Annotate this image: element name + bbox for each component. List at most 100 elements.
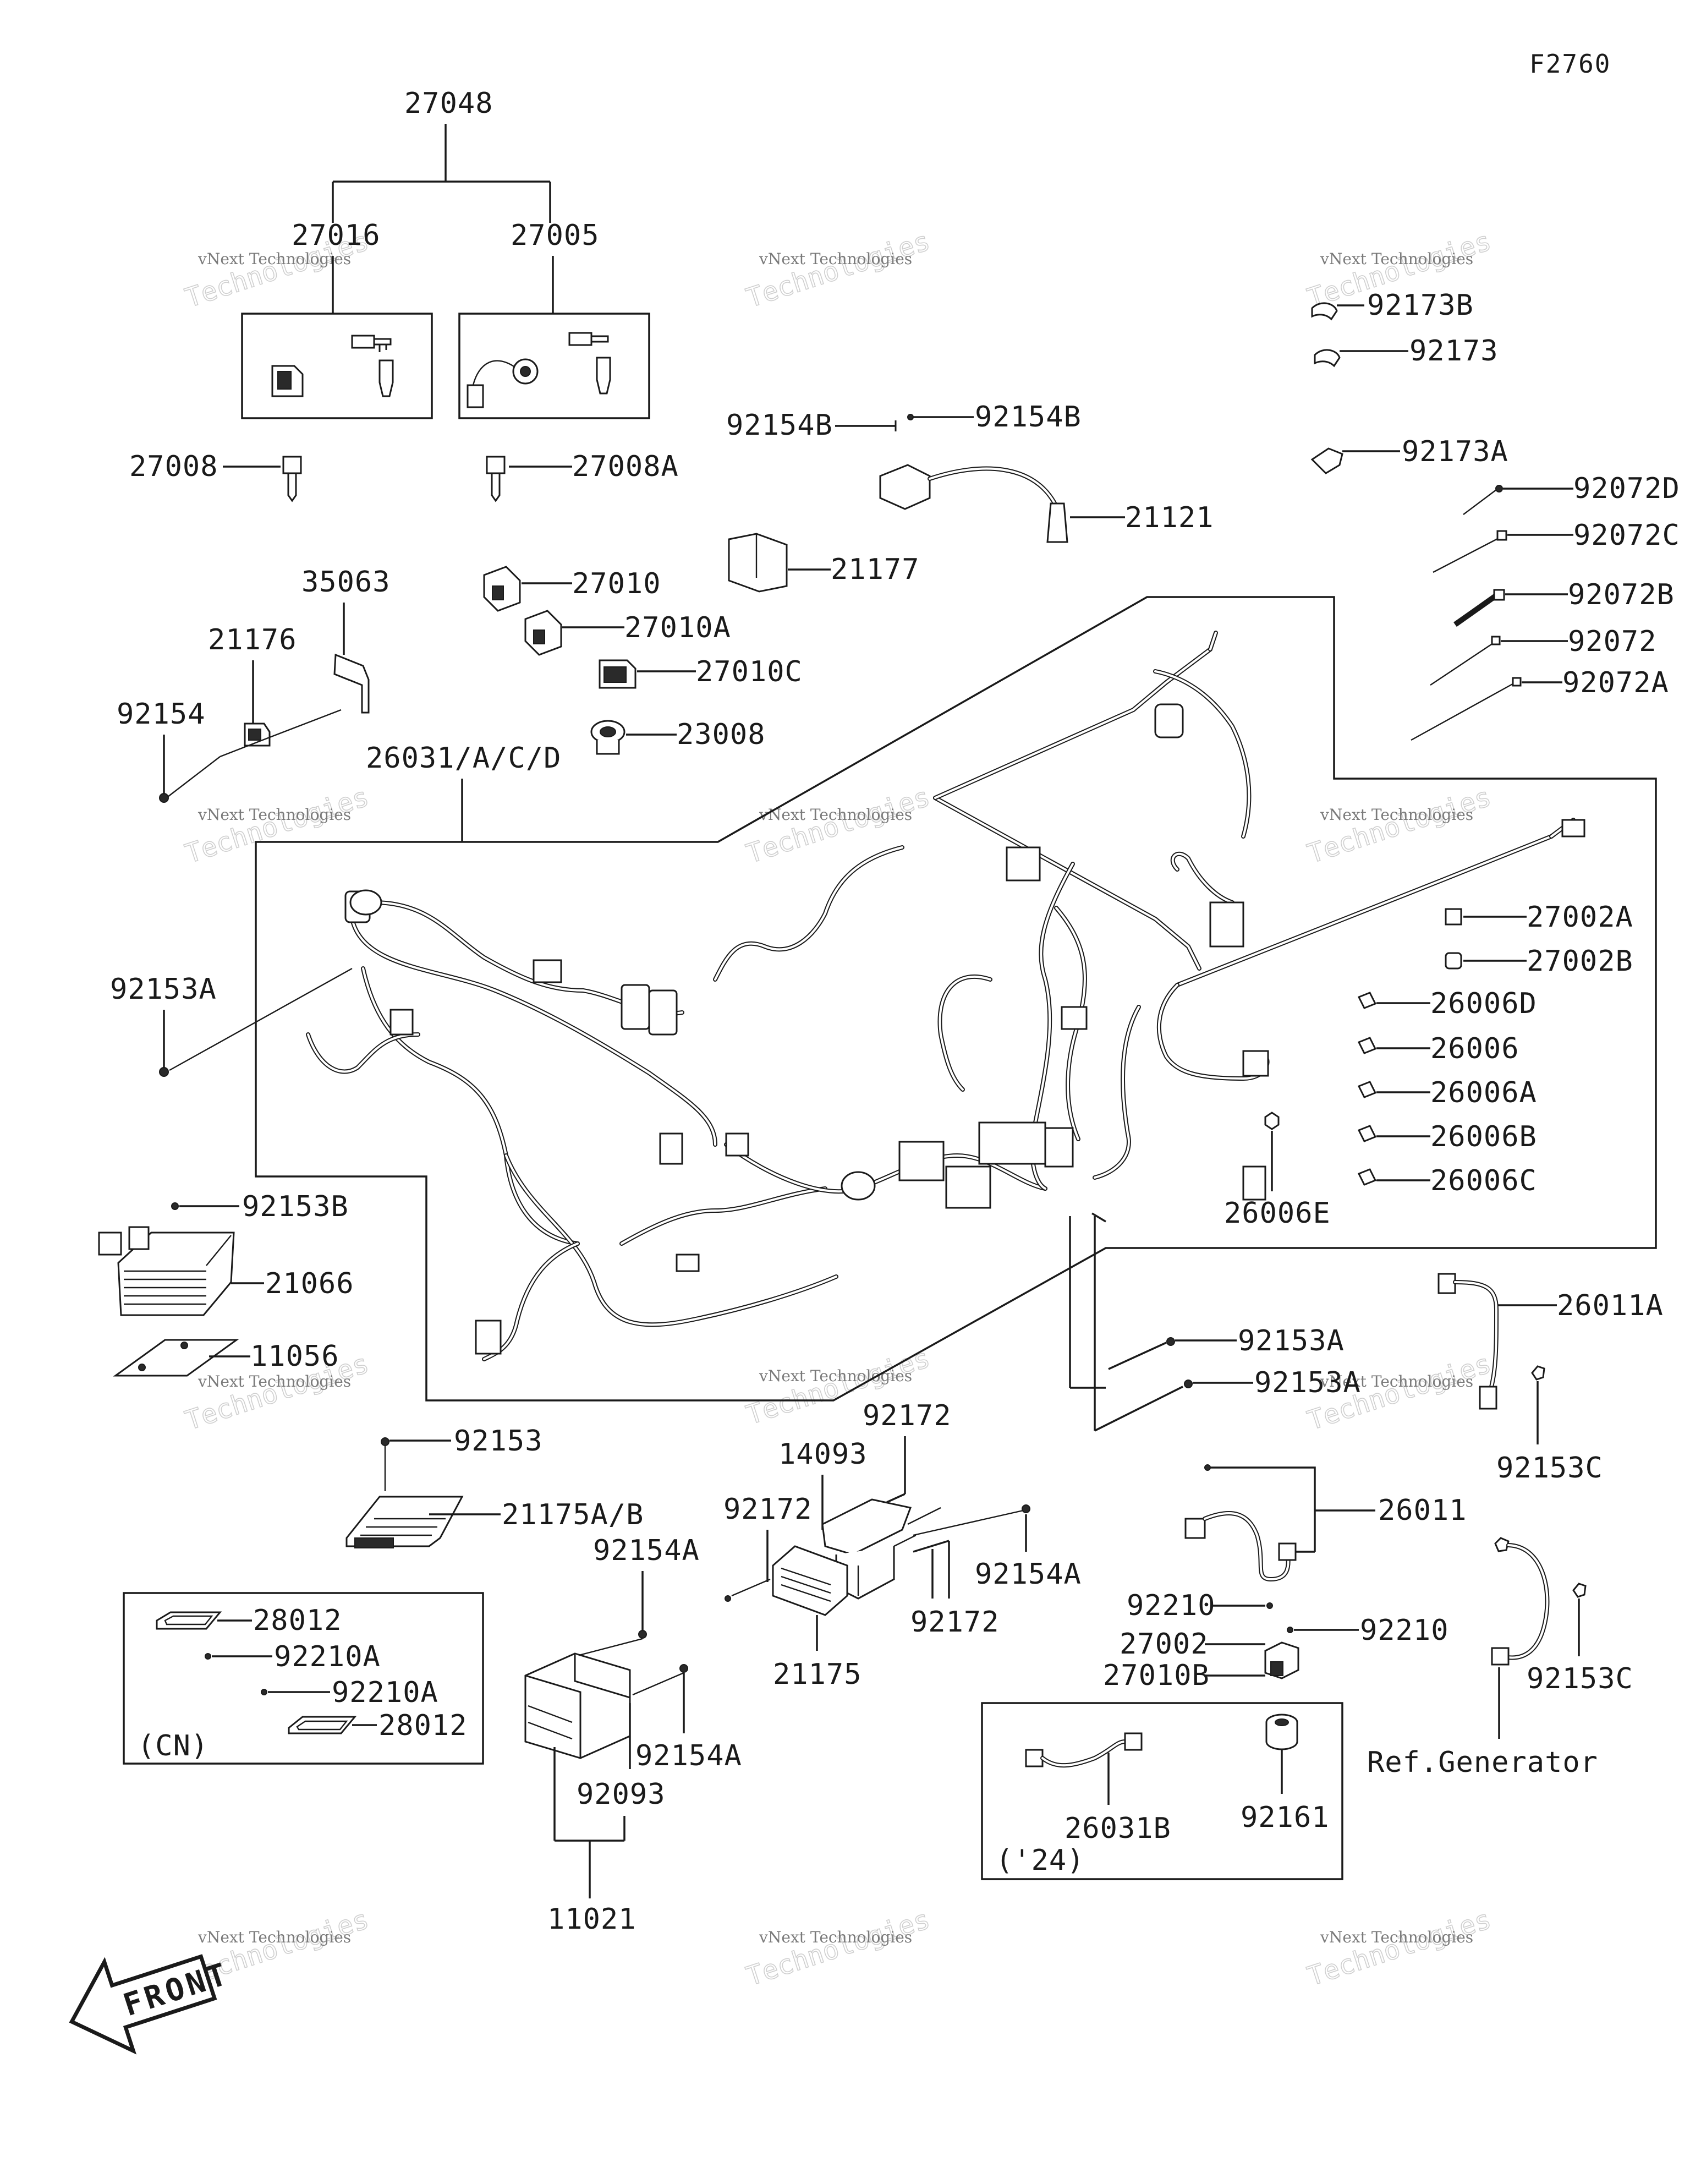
cable-tie-icon[interactable] [1463,489,1497,515]
part-label-92154B-left[interactable]: 92154B [726,409,833,442]
terminal-icon[interactable] [1357,1081,1377,1098]
part-label-92072[interactable]: 92072 [1568,625,1657,658]
relay-box-icon[interactable] [728,533,788,593]
switch-icon[interactable] [483,566,521,612]
switch-icon[interactable] [599,659,637,689]
washer-icon[interactable] [1266,1602,1273,1609]
reflector-icon[interactable] [156,1611,222,1630]
part-label-27008[interactable]: 27008 [129,450,218,483]
heat-sink-plate-icon[interactable] [113,1339,239,1377]
bolt-icon[interactable] [159,793,169,803]
part-label-92093[interactable]: 92093 [577,1778,666,1811]
bracket-icon[interactable] [333,653,370,714]
part-label-92153A-left[interactable]: 92153A [110,973,217,1006]
bolt-icon[interactable] [1166,1337,1175,1346]
part-label-92154A-bottom[interactable]: 92154A [635,1739,742,1772]
part-label-92172-left[interactable]: 92172 [723,1493,813,1526]
part-label-92173B[interactable]: 92173B [1367,289,1474,322]
part-label-26031ACD[interactable]: 26031/A/C/D [366,742,561,775]
part-label-21175[interactable]: 21175 [773,1658,862,1691]
part-label-21066[interactable]: 21066 [265,1267,354,1300]
bolt-icon[interactable] [907,414,914,420]
socket-icon[interactable] [590,720,625,755]
part-label-35063[interactable]: 35063 [301,566,391,599]
ecu-icon[interactable] [772,1545,848,1616]
part-label-26006C[interactable]: 26006C [1430,1164,1537,1197]
part-label-92154A-right[interactable]: 92154A [975,1558,1082,1591]
part-label-27010C[interactable]: 27010C [696,655,803,688]
part-label-26006E[interactable]: 26006E [1224,1197,1331,1230]
rubber-cap-icon[interactable] [1265,1714,1298,1750]
switch-icon[interactable] [524,610,562,656]
bolt-icon[interactable] [638,1630,647,1639]
part-label-92210A-a[interactable]: 92210A [274,1640,381,1673]
part-label-26011[interactable]: 26011 [1378,1494,1467,1527]
ground-lead-icon[interactable] [1184,1511,1297,1581]
bolt-icon[interactable] [1204,1464,1211,1471]
bolt-icon[interactable] [679,1664,688,1673]
part-label-92154A-top[interactable]: 92154A [593,1534,700,1567]
part-label-27048[interactable]: 27048 [404,87,493,120]
part-label-21176[interactable]: 21176 [208,623,297,656]
key-icon[interactable] [351,335,394,397]
part-label-92153A-mid2[interactable]: 92153A [1254,1366,1361,1399]
regulator-rectifier-icon[interactable] [98,1226,235,1316]
part-label-23008[interactable]: 23008 [677,718,766,751]
part-label-26006D[interactable]: 26006D [1430,987,1537,1020]
clip-icon[interactable] [1314,349,1341,368]
bolt-icon[interactable] [205,1653,211,1660]
terminal-icon[interactable] [1357,992,1377,1009]
part-label-92153C-top[interactable]: 92153C [1496,1452,1603,1485]
reflector-icon[interactable] [288,1716,357,1734]
part-label-92210A-b[interactable]: 92210A [332,1676,438,1709]
ecu-bracket-icon[interactable] [821,1498,941,1600]
connector-cap-icon[interactable] [1445,952,1462,970]
part-label-27002B[interactable]: 27002B [1527,945,1633,978]
relay-icon[interactable] [1264,1641,1299,1679]
terminal-icon[interactable] [1357,1168,1377,1186]
part-label-27005[interactable]: 27005 [511,219,600,252]
part-label-27010A[interactable]: 27010A [624,611,731,644]
part-label-92210-a[interactable]: 92210 [1127,1589,1216,1622]
terminal-icon[interactable] [1357,1037,1377,1054]
bolt-icon[interactable] [171,1202,179,1210]
sub-harness-icon[interactable] [1025,1732,1143,1768]
cable-tie-icon[interactable] [1453,593,1498,627]
part-label-92072A[interactable]: 92072A [1562,666,1669,699]
part-label-92210-b[interactable]: 92210 [1360,1614,1449,1647]
part-label-21177[interactable]: 21177 [831,553,920,586]
bolt-icon[interactable] [725,1595,731,1602]
part-label-92161[interactable]: 92161 [1241,1801,1330,1834]
cable-tie-icon[interactable] [1411,681,1516,741]
part-label-92072B[interactable]: 92072B [1568,578,1675,611]
main-wiring-harness[interactable] [306,631,1585,1361]
screw-icon[interactable] [1531,1365,1545,1381]
spare-key-icon[interactable] [486,456,506,502]
part-label-92172-bottom[interactable]: 92172 [910,1606,1000,1639]
part-label-11056[interactable]: 11056 [250,1340,339,1373]
ignition-switch-wired-icon[interactable] [467,358,539,408]
generator-lead-icon[interactable] [1491,1537,1550,1666]
ignition-switch-icon[interactable] [271,365,304,397]
part-label-26006B[interactable]: 26006B [1430,1120,1537,1153]
part-label-11021[interactable]: 11021 [547,1903,637,1936]
screw-icon[interactable] [1572,1583,1587,1598]
washer-icon[interactable] [1287,1627,1293,1633]
part-label-21121[interactable]: 21121 [1125,501,1214,534]
part-label-27010B[interactable]: 27010B [1103,1659,1210,1692]
cable-tie-icon[interactable] [1433,535,1502,573]
clip-icon[interactable] [1311,302,1338,321]
part-label-92153[interactable]: 92153 [454,1425,543,1458]
connector-cap-icon[interactable] [1445,908,1462,926]
part-label-27002[interactable]: 27002 [1120,1628,1209,1661]
part-label-26011A[interactable]: 26011A [1557,1289,1664,1322]
bolt-icon[interactable] [261,1689,267,1695]
ref-generator-label[interactable]: Ref.Generator [1367,1746,1598,1779]
ground-cable-icon[interactable] [1437,1273,1499,1410]
part-label-27016[interactable]: 27016 [292,219,381,252]
key-icon[interactable] [568,332,611,395]
ecu-module-icon[interactable] [345,1496,464,1548]
part-label-92072C[interactable]: 92072C [1573,519,1680,552]
part-label-28012-b[interactable]: 28012 [378,1709,468,1742]
spare-key-icon[interactable] [282,456,302,502]
